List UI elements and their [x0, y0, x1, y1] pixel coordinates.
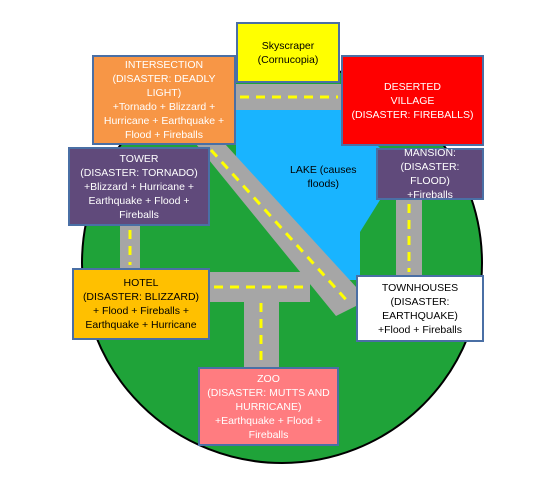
location-line: Earthquake + Hurricane: [85, 319, 197, 331]
location-line: +Fireballs: [407, 189, 453, 201]
location-line: +Earthquake + Flood +: [214, 414, 323, 427]
location-line: (DISASTER: BLIZZARD): [82, 291, 200, 303]
location-line: (DISASTER:: [390, 295, 450, 308]
location-line: Skyscraper: [261, 39, 315, 52]
location-line: +Blizzard + Hurricane +: [83, 180, 194, 193]
lake: [236, 110, 380, 280]
location-skyscraper[interactable]: Skyscraper (Cornucopia): [236, 22, 340, 83]
location-tower[interactable]: TOWER (DISASTER: TORNADO) +Blizzard + Hu…: [68, 147, 210, 226]
location-line: LIGHT): [146, 87, 182, 99]
location-line: Earthquake + Flood +: [88, 194, 190, 207]
location-zoo[interactable]: ZOO (DISASTER: MUTTS AND HURRICANE) +Ear…: [198, 367, 339, 446]
location-line: DESERTED: [384, 80, 441, 93]
location-line: Flood + Fireballs: [125, 129, 203, 141]
location-line: +Tornado + Blizzard +: [112, 101, 216, 113]
location-line: (DISASTER: FLOOD): [400, 161, 460, 187]
location-line: Fireballs: [119, 208, 159, 221]
location-line: (Cornucopia): [257, 53, 319, 66]
location-line: Fireballs: [248, 428, 289, 441]
road-hotel-diagonal: [210, 272, 310, 302]
location-line: +Flood + Fireballs: [377, 323, 463, 336]
location-line: INTERSECTION: [124, 59, 204, 71]
location-line: TOWER: [119, 152, 159, 165]
location-line: (DISASTER: FIREBALLS): [351, 108, 474, 121]
road-diagonal: [196, 144, 368, 316]
location-line: Hurricane + Earthquake +: [103, 115, 225, 127]
location-hotel[interactable]: HOTEL (DISASTER: BLIZZARD) + Flood + Fir…: [72, 268, 210, 340]
location-mansion[interactable]: MANSION: (DISASTER: FLOOD) +Fireballs: [376, 147, 484, 201]
location-line: EARTHQUAKE): [382, 309, 458, 322]
roads: [120, 84, 422, 368]
location-townhouses[interactable]: TOWNHOUSES (DISASTER: EARTHQUAKE) +Flood…: [356, 275, 484, 342]
lake-label: LAKE (causes floods): [290, 164, 357, 190]
location-intersection[interactable]: INTERSECTION (DISASTER: DEADLY LIGHT) +T…: [92, 55, 236, 145]
location-line: + Flood + Fireballs +: [92, 305, 189, 317]
location-line: HOTEL: [123, 277, 159, 289]
location-line: (DISASTER: DEADLY: [112, 73, 216, 85]
location-line: HURRICANE): [235, 400, 302, 413]
location-line: (DISASTER: TORNADO): [80, 166, 198, 179]
location-line: ZOO: [257, 372, 280, 385]
location-line: (DISASTER: MUTTS AND: [207, 386, 330, 399]
location-line: VILLAGE: [390, 94, 435, 107]
location-line: TOWNHOUSES: [381, 281, 459, 294]
location-deserted-village[interactable]: DESERTED VILLAGE (DISASTER: FIREBALLS): [341, 55, 484, 146]
location-line: MANSION:: [404, 147, 456, 159]
